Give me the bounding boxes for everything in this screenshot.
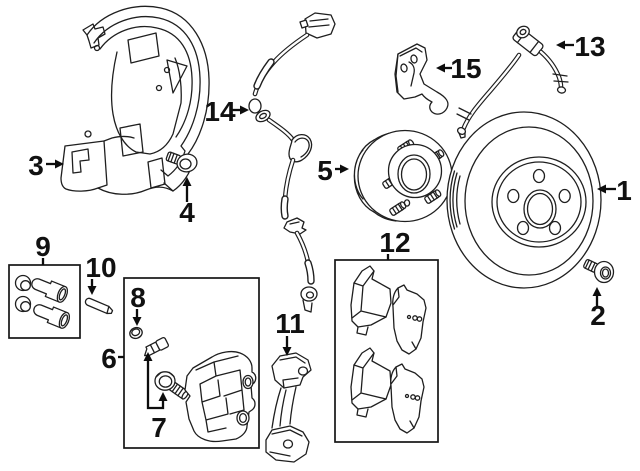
callout-13[interactable]: 13 [556,31,606,62]
box-brake-pads [334,259,439,443]
callout-7[interactable]: 7 [143,352,168,443]
caliper-bracket-part [265,352,312,463]
callout-2[interactable]: 2 [590,287,606,331]
callout-label-9[interactable]: 9 [35,231,51,262]
callout-label-10[interactable]: 10 [85,252,116,283]
brake-pads-part [350,265,427,434]
callout-6[interactable]: 6 [101,343,124,374]
callout-label-3[interactable]: 3 [28,150,44,181]
callout-label-7[interactable]: 7 [151,412,167,443]
callout-15[interactable]: 15 [436,53,482,84]
abs-sensor-wire-part [248,12,336,313]
callout-label-2[interactable]: 2 [590,300,606,331]
callout-label-4[interactable]: 4 [179,197,195,228]
callout-label-15[interactable]: 15 [450,53,481,84]
box-caliper-group [123,277,260,449]
callout-label-12[interactable]: 12 [379,227,410,258]
callout-10[interactable]: 10 [85,252,117,295]
callout-label-11[interactable]: 11 [275,308,305,339]
callout-9[interactable]: 9 [35,231,51,265]
callout-5[interactable]: 5 [317,155,349,186]
guide-pin-part [84,297,114,315]
callout-14[interactable]: 14 [204,96,249,127]
callout-label-14[interactable]: 14 [204,96,236,127]
callout-4[interactable]: 4 [179,177,195,228]
brake-rotor-part [446,111,602,289]
hose-bracket-part [394,43,449,115]
caliper-body-part [184,350,257,443]
callout-label-8[interactable]: 8 [130,282,146,313]
bleeder-cap-part [129,326,143,340]
bushing-kit-part [14,274,71,329]
callout-label-5[interactable]: 5 [317,155,333,186]
brake-hose-part [456,25,569,139]
bleeder-screw-part [144,336,170,357]
callout-12[interactable]: 12 [379,227,411,260]
splash-shield-part [60,5,210,195]
callout-3[interactable]: 3 [28,150,64,181]
hub-bearing-part [353,129,453,223]
box-bushing-kit [8,264,81,339]
caliper-bolt-part [154,371,189,400]
callout-8[interactable]: 8 [130,282,146,326]
rotor-set-screw-part [583,259,615,284]
callout-label-6[interactable]: 6 [101,343,117,374]
callout-11[interactable]: 11 [275,308,305,356]
shield-bolt-part [165,151,198,173]
callout-label-1[interactable]: 1 [616,175,632,206]
callout-label-13[interactable]: 13 [574,31,605,62]
callout-1[interactable]: 1 [597,175,632,206]
